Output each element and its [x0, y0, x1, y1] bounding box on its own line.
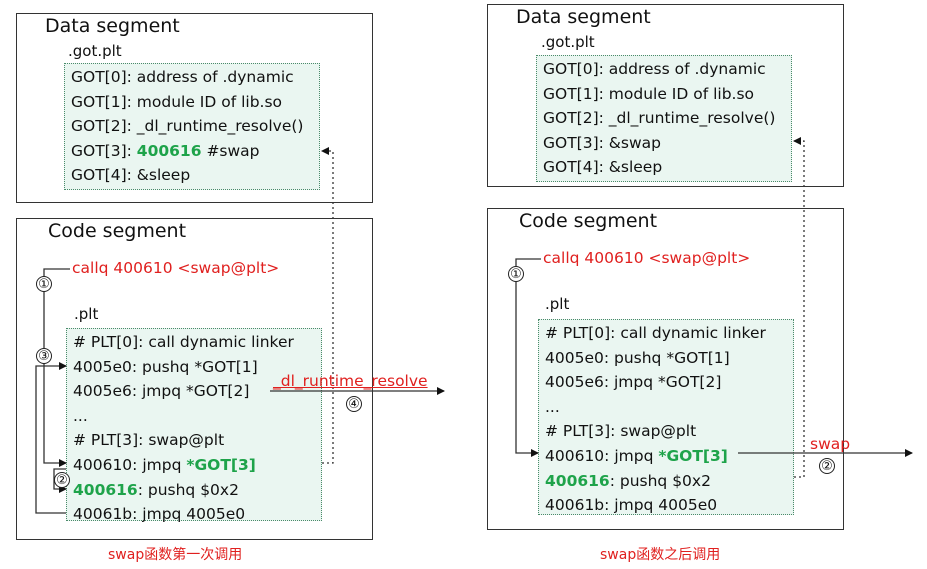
right-data-segment-title: Data segment — [516, 6, 651, 28]
left-code-segment-title: Code segment — [48, 220, 187, 242]
left-resolve-label: _dl_runtime_resolve — [273, 372, 428, 390]
right-plt-label: .plt — [545, 295, 570, 313]
right-marker-2: ② — [819, 458, 835, 474]
got_rows-row: GOT[1]: module ID of lib.so — [543, 84, 755, 103]
got_rows-row-suffix: #swap — [201, 141, 260, 160]
got_rows-row-highlight: 400616 — [136, 141, 202, 160]
right-call-line: callq 400610 <swap@plt> — [543, 249, 751, 267]
left-got-label: .got.plt — [68, 42, 122, 60]
right-arrow-1 — [515, 258, 541, 457]
left-marker-2: ② — [54, 472, 70, 488]
got_rows-row: GOT[3]: 400616 #swap — [71, 139, 260, 164]
plt_rows-row: ... — [545, 397, 560, 416]
plt_rows-row-highlight: *GOT[3] — [186, 456, 256, 474]
left-marker-4: ④ — [346, 396, 362, 412]
got_rows-row-prefix: GOT[3]: — [71, 141, 137, 160]
right-marker-1: ① — [508, 266, 524, 282]
right-got-label: .got.plt — [541, 33, 595, 51]
got_rows-row: GOT[4]: &sleep — [71, 166, 191, 185]
left-plt-table: # PLT[0]: call dynamic linker 4005e0: pus… — [66, 328, 322, 523]
plt_rows-row: 4005e6: jmpq *GOT[2] — [545, 373, 722, 392]
right-caption: swap函数之后调用 — [600, 547, 721, 563]
plt_rows-row-suffix: : pushq $0x2 — [137, 480, 239, 499]
plt_rows-row: 4005e0: pushq *GOT[1] — [73, 357, 258, 376]
left-marker-1: ① — [36, 276, 52, 292]
got_rows-row: GOT[0]: address of .dynamic — [71, 68, 294, 86]
plt_rows-row: 40061b: jmpq 4005e0 — [545, 496, 718, 515]
left-arrow-3 — [35, 362, 67, 514]
plt_rows-row-prefix: 400610: jmpq — [73, 456, 187, 474]
plt_rows-row-highlight: 400616 — [545, 471, 610, 490]
plt_rows-row: # PLT[0]: call dynamic linker — [545, 324, 766, 342]
plt_rows-row: # PLT[3]: swap@plt — [73, 431, 225, 450]
plt_rows-row: 400610: jmpq *GOT[3] — [545, 444, 728, 469]
plt_rows-row-suffix: : pushq $0x2 — [609, 471, 711, 490]
right-plt-table: # PLT[0]: call dynamic linker 4005e0: pus… — [538, 319, 794, 515]
plt_rows-row-highlight: *GOT[3] — [658, 447, 728, 465]
left-call-line: callq 400610 <swap@plt> — [72, 259, 280, 277]
plt_rows-row: # PLT[0]: call dynamic linker — [73, 333, 294, 351]
left-marker-3: ③ — [36, 348, 52, 364]
plt_rows-row: 40061b: jmpq 4005e0 — [73, 505, 246, 524]
plt_rows-row: 400616: pushq $0x2 — [73, 478, 239, 503]
plt_rows-row: 4005e6: jmpq *GOT[2] — [73, 382, 250, 401]
plt_rows-row: 4005e0: pushq *GOT[1] — [545, 348, 730, 367]
right-code-segment-title: Code segment — [519, 210, 658, 232]
left-caption: swap函数第一次调用 — [108, 547, 243, 563]
got_rows-row: GOT[0]: address of .dynamic — [543, 60, 766, 78]
got_rows-row: GOT[2]: _dl_runtime_resolve() — [71, 117, 304, 136]
left-plt-label: .plt — [74, 305, 99, 323]
plt_rows-row: ... — [73, 406, 88, 425]
got_rows-row: GOT[1]: module ID of lib.so — [71, 92, 283, 111]
right-swap-label: swap — [810, 435, 851, 453]
plt_rows-row: 400610: jmpq *GOT[3] — [73, 453, 256, 478]
left-dotted-writeback — [321, 147, 334, 464]
left-data-segment-title: Data segment — [45, 15, 180, 37]
plt_rows-row: # PLT[3]: swap@plt — [545, 422, 697, 441]
got_rows-row: GOT[4]: &sleep — [543, 158, 663, 177]
got_rows-row: GOT[2]: _dl_runtime_resolve() — [543, 109, 776, 128]
plt_rows-row: 400616: pushq $0x2 — [545, 469, 711, 494]
got_rows-row: GOT[3]: &swap — [543, 133, 661, 152]
right-dotted-link — [793, 137, 805, 478]
plt_rows-row-prefix: 400610: jmpq — [545, 447, 659, 465]
plt_rows-row-highlight: 400616 — [73, 480, 138, 499]
